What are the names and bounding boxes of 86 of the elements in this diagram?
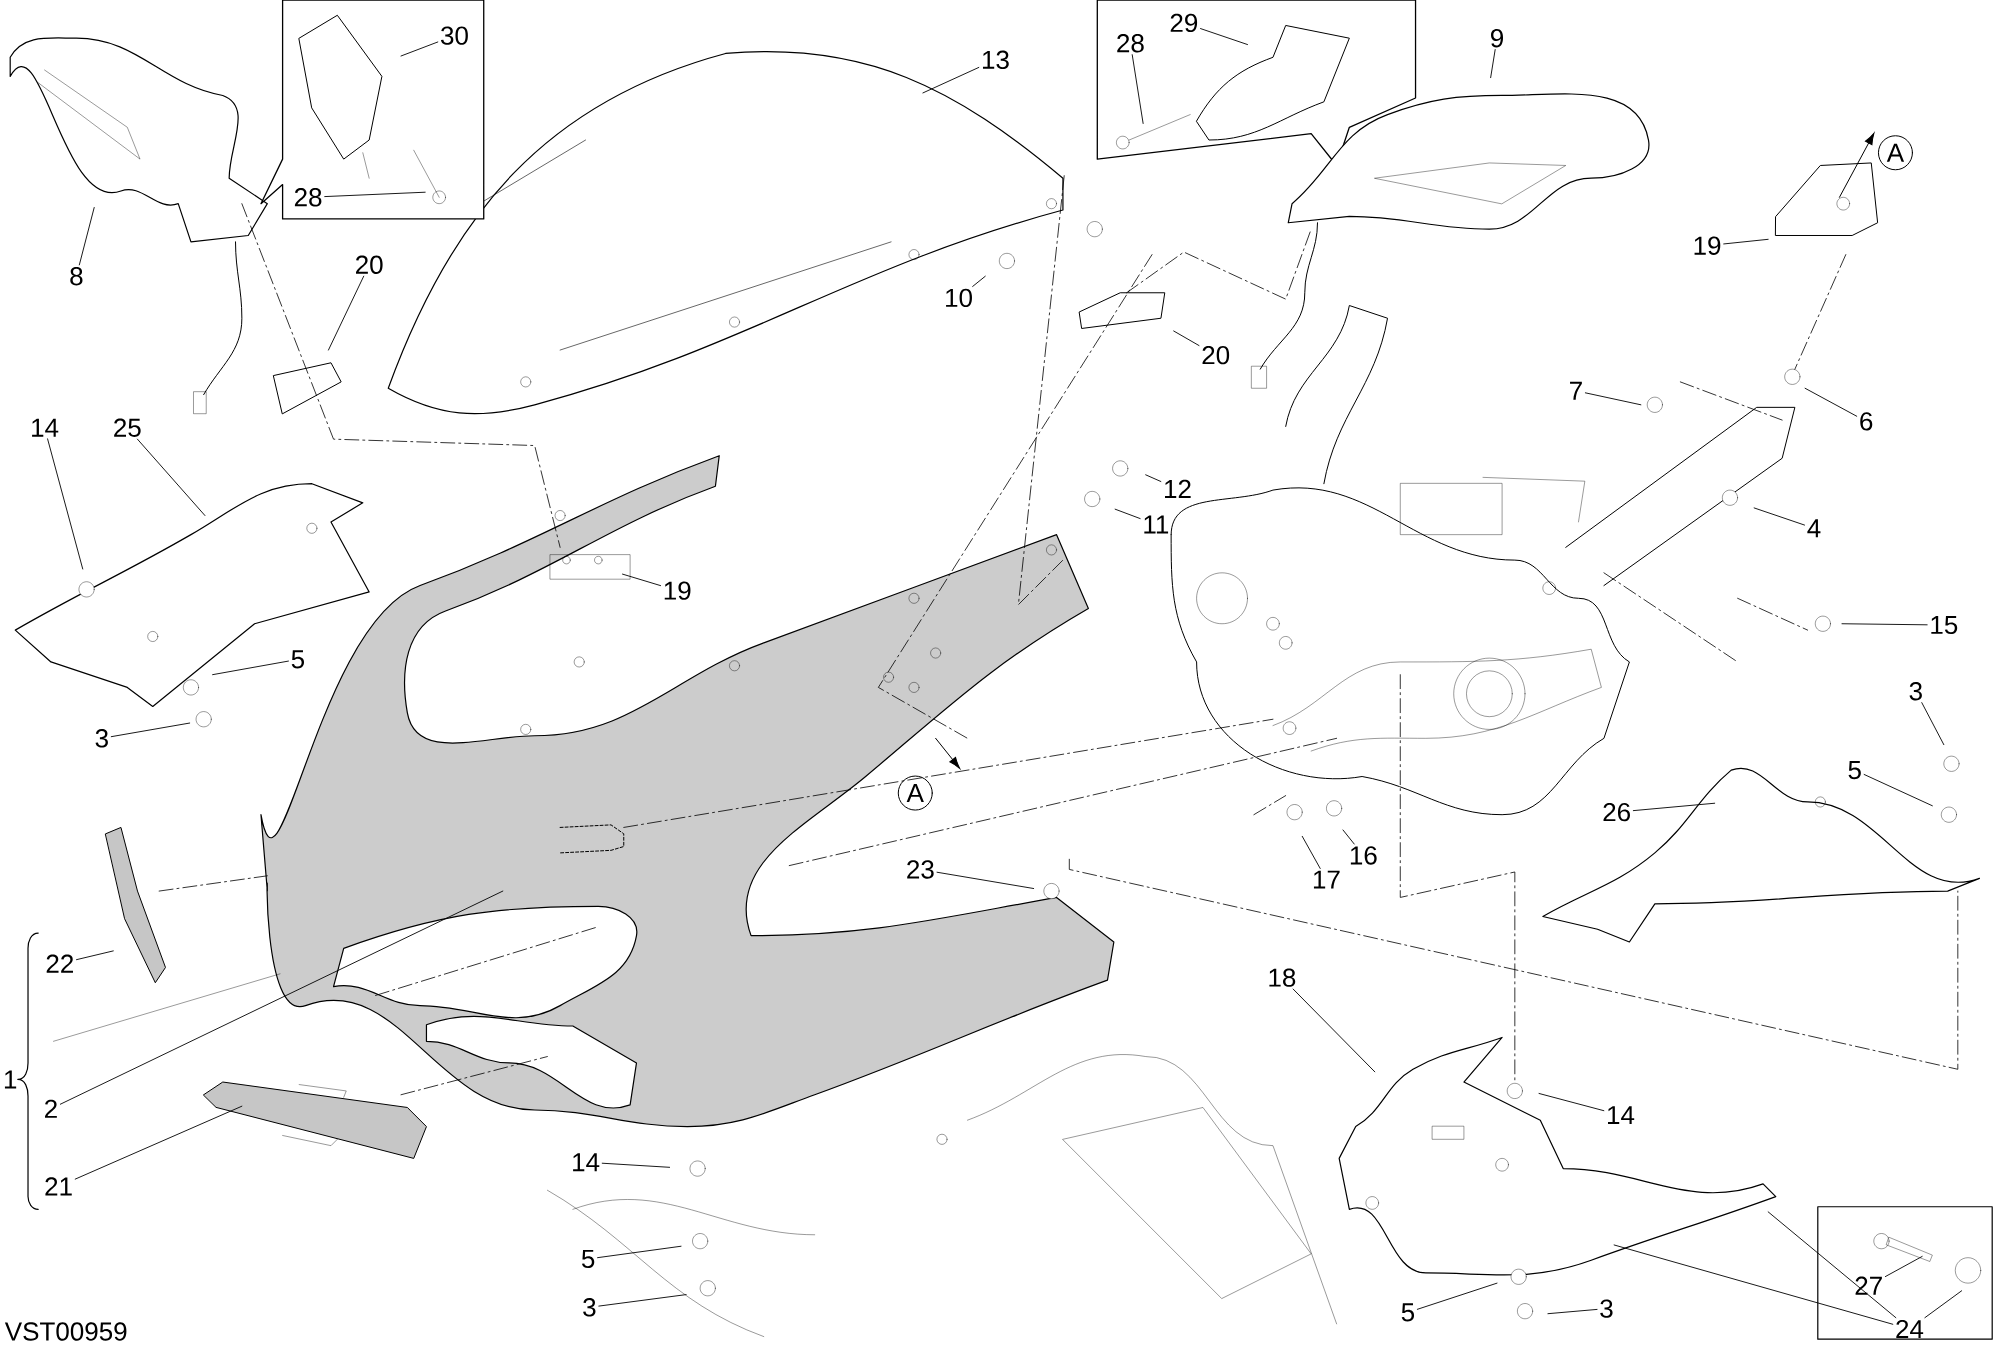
callout-number: 4 [1807, 519, 1821, 538]
leader-line [601, 1163, 671, 1168]
leader-line [598, 1294, 687, 1307]
callout-number: 5 [581, 1250, 595, 1269]
leader-line [1131, 54, 1144, 125]
callout-number: 10 [946, 288, 972, 308]
callout-number: 17 [1313, 870, 1340, 889]
callout-number: 19 [664, 581, 691, 601]
leader-line [400, 41, 439, 57]
callout-number: 7 [1570, 382, 1582, 400]
leader-line [136, 438, 206, 517]
callout-number: 11 [1144, 515, 1169, 534]
callout-number: 27 [1855, 1276, 1882, 1295]
leader-line [1292, 988, 1376, 1073]
callout-number: 20 [1202, 346, 1230, 365]
leader-line [47, 438, 84, 570]
reference-mark: A [1877, 135, 1913, 171]
leader-line [1753, 507, 1805, 526]
leader-line [1804, 388, 1858, 417]
leader-line [1924, 1290, 1963, 1319]
leader-line [1767, 1211, 1897, 1319]
leader-line [1145, 474, 1162, 483]
callout-number: 30 [441, 26, 468, 46]
callout-number: 3 [1600, 1299, 1613, 1318]
leader-line [936, 872, 1035, 890]
leader-line [110, 722, 191, 738]
callout-number: 28 [1117, 34, 1144, 53]
leader-line [1584, 392, 1642, 406]
leader-line [922, 67, 980, 94]
leader-line [1863, 774, 1933, 807]
callout-number: 12 [1165, 479, 1191, 499]
callout-number: 2 [45, 1099, 57, 1119]
leader-line [212, 660, 289, 676]
leader-line [328, 275, 365, 351]
leader-line [1490, 49, 1496, 79]
leader-line [1173, 330, 1200, 347]
callout-number: 13 [983, 50, 1009, 70]
leader-line [1538, 1093, 1605, 1112]
leader-line [324, 191, 426, 198]
callout-number: 14 [573, 1153, 600, 1172]
callout-number: 16 [1350, 846, 1377, 865]
leader-line [59, 890, 504, 1105]
callout-number: 24 [1896, 1320, 1924, 1339]
leader-line [1416, 1282, 1498, 1310]
leader-line [1841, 623, 1928, 626]
callout-number: 25 [114, 418, 141, 438]
leader-line [597, 1246, 682, 1259]
callout-number: 20 [356, 255, 383, 275]
leader-line [972, 276, 986, 288]
leader-line [1632, 803, 1716, 812]
leader-line [76, 950, 114, 961]
leader-line [74, 1105, 243, 1180]
leader-line [1723, 239, 1769, 245]
callout-number: 8 [70, 267, 83, 286]
callout-number: 18 [1269, 968, 1296, 988]
leader-line [1342, 829, 1355, 845]
callout-number: 26 [1603, 803, 1630, 822]
callout-number: 14 [32, 418, 59, 437]
leader-line [1114, 508, 1141, 520]
callout-number: 9 [1491, 29, 1503, 48]
leader-line [1613, 1244, 1894, 1325]
leader-line [1884, 1256, 1923, 1278]
callout-number: 3 [95, 729, 108, 748]
callout-number: 5 [1848, 761, 1861, 780]
callout-number: 3 [1909, 682, 1922, 701]
callout-number: 23 [907, 860, 934, 879]
drawing-number: VST00959 [4, 1322, 127, 1341]
callout-number: 5 [291, 650, 304, 669]
callout-number: 3 [583, 1298, 596, 1317]
leader-line [1200, 28, 1248, 46]
callout-number: 22 [46, 954, 73, 973]
leader-line [78, 207, 95, 266]
callout-number: 15 [1931, 616, 1958, 635]
callout-number: 1 [4, 1070, 17, 1089]
leader-line [1301, 836, 1321, 870]
callout-number: 29 [1170, 13, 1198, 33]
callout-number: 28 [294, 188, 322, 207]
leader-line [1547, 1309, 1598, 1315]
leader-line [1921, 702, 1945, 746]
leader-line [622, 573, 662, 587]
callout-number: 19 [1694, 236, 1721, 256]
callout-number: 6 [1860, 412, 1873, 431]
callout-number: 21 [45, 1177, 72, 1196]
callout-number: 5 [1401, 1303, 1415, 1322]
reference-mark: A [897, 775, 933, 811]
callout-number: 14 [1608, 1106, 1635, 1125]
